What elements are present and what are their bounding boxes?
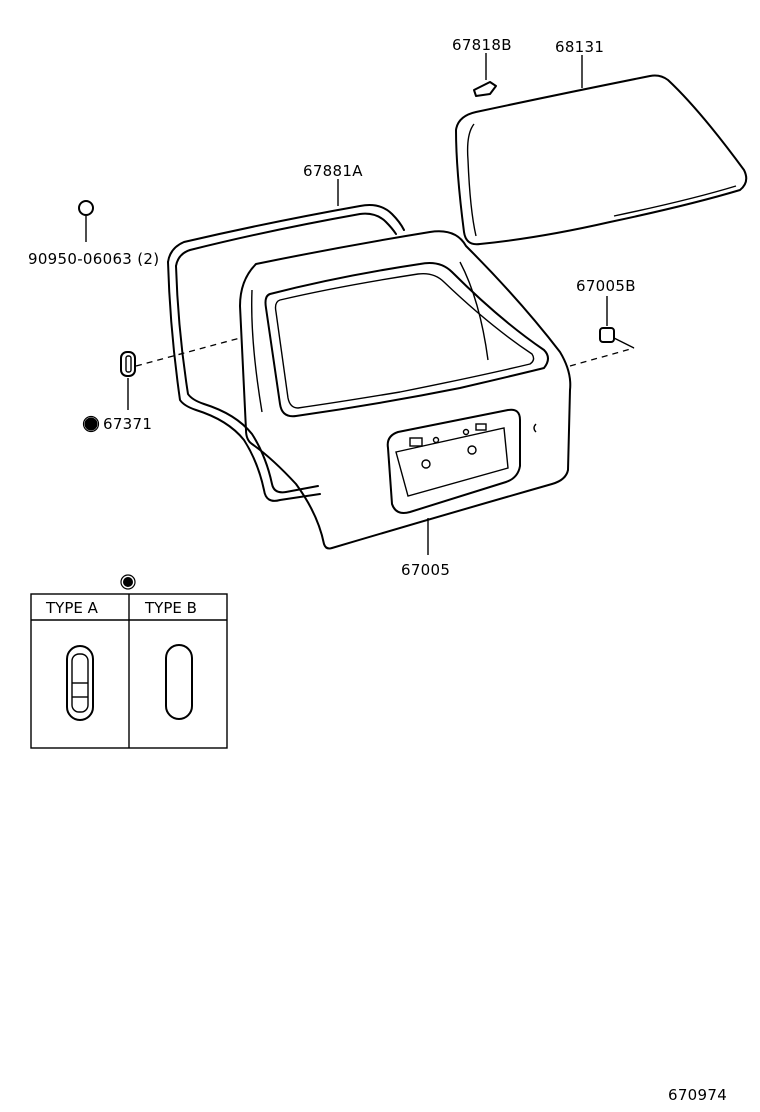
seal-clip-part xyxy=(473,53,497,97)
type-a-grommet xyxy=(66,645,94,721)
type-b-grommet xyxy=(165,644,193,720)
weatherstrip xyxy=(167,179,405,502)
plug-part xyxy=(78,200,94,242)
table-symbol xyxy=(123,577,133,587)
label-back-glass: 68131 xyxy=(555,38,604,56)
table-header-type-b: TYPE B xyxy=(144,599,197,617)
label-back-door-panel: 67005 xyxy=(401,561,450,579)
grommet-type-table: TYPE A TYPE B xyxy=(30,574,228,749)
back-door-panel xyxy=(239,230,572,555)
label-weatherstrip: 67881A xyxy=(303,162,363,180)
table-header-type-a: TYPE A xyxy=(45,599,99,617)
label-plug: 90950-06063 (2) xyxy=(28,250,159,268)
stopper-part xyxy=(569,296,635,367)
label-stopper: 67005B xyxy=(576,277,636,295)
label-seal-clip: 67818B xyxy=(452,36,512,54)
back-window-glass xyxy=(455,74,748,246)
label-grommet: 67371 xyxy=(103,415,152,433)
diagram-id: 670974 xyxy=(668,1086,727,1104)
grommet-symbol xyxy=(84,417,98,431)
grommet-part xyxy=(120,337,241,410)
